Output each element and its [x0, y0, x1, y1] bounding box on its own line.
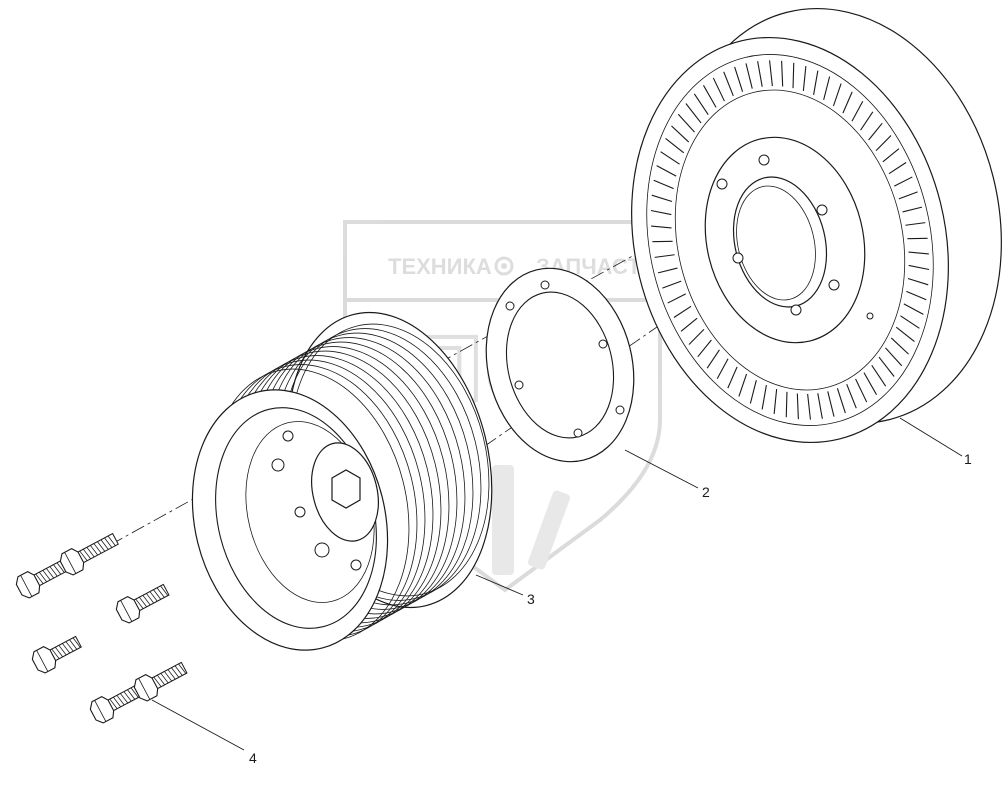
- tone-wheel-slot: [792, 62, 795, 89]
- tone-wheel-slot: [706, 349, 720, 369]
- tone-wheel-slot: [827, 391, 835, 417]
- hex-bolt: [59, 532, 119, 576]
- hex-bolt: [31, 635, 82, 674]
- tone-wheel-slot: [680, 317, 698, 332]
- callout-part-3: 3: [527, 591, 535, 607]
- tone-wheel-slot: [905, 222, 926, 226]
- bolt-set: [15, 532, 188, 724]
- callout-part-4: 4: [249, 750, 257, 766]
- tone-wheel-slot: [734, 66, 744, 92]
- tone-wheel-slot: [895, 326, 915, 343]
- tone-wheel-slot: [773, 388, 778, 415]
- tone-wheel-slot: [651, 194, 673, 202]
- tone-wheel-slot: [868, 122, 883, 141]
- callout-part-1: 1: [964, 451, 972, 467]
- tone-wheel-slot: [761, 385, 767, 410]
- gasket-plate: [485, 267, 635, 463]
- tone-wheel-slot: [657, 267, 678, 274]
- tone-wheel-slot: [769, 60, 773, 87]
- tone-wheel-slot: [851, 101, 864, 122]
- tone-wheel-teeth: [650, 60, 930, 420]
- tone-wheel-slot: [878, 356, 895, 377]
- tone-wheel-slot: [656, 165, 677, 177]
- tone-wheel-slot: [846, 383, 857, 409]
- tone-wheel-slot: [903, 303, 924, 315]
- tone-wheel-slot: [875, 135, 892, 151]
- tone-wheel-slot: [650, 209, 672, 216]
- tone-wheel-slot: [688, 329, 705, 345]
- tone-wheel-slot: [871, 365, 887, 387]
- tone-wheel-slot: [823, 76, 831, 101]
- tone-wheel-slot: [667, 293, 686, 304]
- tone-wheel-slot: [685, 103, 702, 124]
- hex-bolt: [133, 661, 188, 702]
- tone-wheel-slot: [900, 315, 920, 329]
- pulley-center-nut: [331, 469, 361, 509]
- tone-wheel-slot: [908, 251, 929, 255]
- tone-wheel-slot: [842, 91, 853, 114]
- callout-part-2: 2: [702, 484, 710, 500]
- tone-wheel-slot: [781, 60, 784, 87]
- tone-wheel-slot: [906, 290, 927, 301]
- tone-wheel-slot: [671, 125, 690, 143]
- tone-wheel-slot: [660, 151, 680, 165]
- tone-wheel-slot: [673, 305, 692, 318]
- tone-wheel-slot: [654, 254, 675, 258]
- tone-wheel-slot: [745, 63, 753, 89]
- leader-part-2: [624, 449, 699, 489]
- gear-icon: [494, 256, 514, 276]
- tone-wheel-slot: [882, 148, 900, 163]
- tone-wheel-slot: [836, 388, 846, 414]
- tone-wheel-slot: [894, 176, 913, 187]
- tone-wheel-slot: [796, 393, 799, 420]
- tone-wheel-slot: [908, 264, 930, 271]
- tone-wheel-slot: [723, 71, 734, 97]
- tone-wheel-slot: [703, 85, 717, 108]
- tone-wheel-slot: [785, 391, 788, 418]
- tone-wheel-slot: [727, 366, 738, 389]
- tone-wheel-slot: [832, 83, 842, 107]
- tone-wheel-slot: [902, 206, 923, 213]
- tone-wheel-slot: [716, 358, 729, 379]
- leader-part-3: [475, 574, 524, 596]
- tone-wheel-slot: [813, 70, 819, 95]
- tone-wheel-slot: [677, 113, 695, 133]
- hex-bolt: [89, 682, 146, 724]
- tone-wheel-slot: [890, 337, 909, 355]
- tone-wheel-slot: [817, 393, 823, 419]
- wheat-icon: [492, 465, 571, 575]
- tone-wheel-slot: [855, 378, 868, 403]
- tone-wheel-slot: [651, 225, 672, 229]
- tone-wheel-slot: [693, 93, 709, 115]
- tone-wheel-slot: [653, 179, 674, 190]
- hex-bolt: [115, 583, 170, 624]
- tone-wheel-slot: [802, 65, 807, 92]
- tone-wheel-slot: [738, 373, 748, 397]
- tone-wheel-slot: [757, 61, 763, 87]
- tone-wheel-slot: [885, 347, 903, 367]
- tone-wheel-slot: [665, 137, 685, 154]
- leader-part-1: [899, 417, 963, 457]
- tone-wheel-slot: [662, 280, 682, 289]
- tone-wheel-slot: [712, 77, 725, 102]
- leader-part-4: [151, 699, 245, 751]
- tone-wheel-slot: [863, 372, 877, 395]
- tone-wheel-slot: [807, 393, 811, 420]
- tone-wheel-slot: [907, 278, 929, 286]
- tone-wheel-slot: [888, 162, 907, 175]
- tone-wheel-slot: [749, 379, 757, 404]
- tone-wheel-slot: [860, 111, 874, 131]
- tone-wheel-slot: [697, 339, 712, 358]
- crankshaft-pulley: [191, 311, 493, 651]
- damper-tone-wheel: [631, 7, 1002, 444]
- callout-group: 1 2 3 4: [151, 417, 972, 766]
- watermark-text-technika: ТЕХНИКА: [388, 254, 492, 279]
- tone-wheel-slot: [898, 191, 918, 200]
